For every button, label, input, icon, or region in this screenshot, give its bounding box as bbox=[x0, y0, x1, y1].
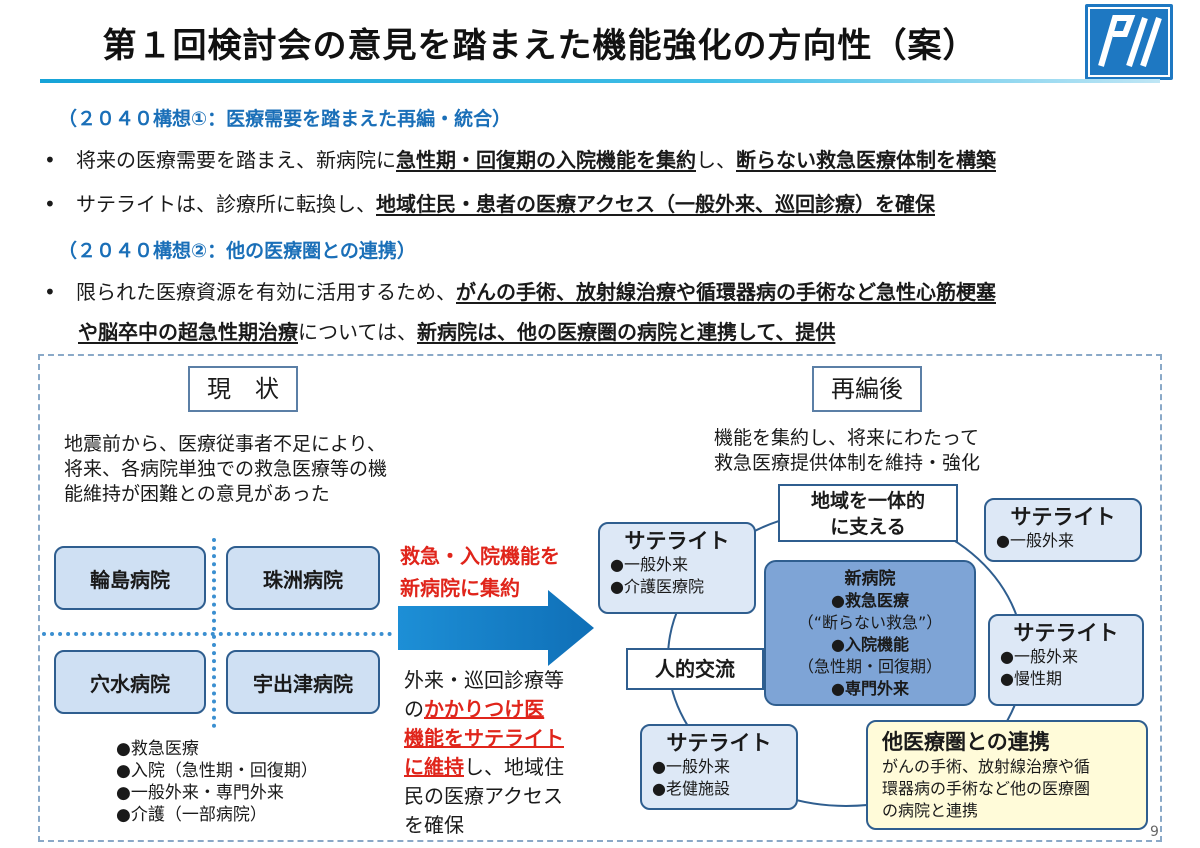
satellite-title: サテライト bbox=[1013, 621, 1119, 645]
text-line: 環器病の手術など他の医療圏 bbox=[882, 779, 1091, 798]
bullet-dot: • bbox=[44, 192, 56, 216]
bullet-dot: • bbox=[44, 280, 56, 304]
bullet-text: については、 bbox=[298, 320, 417, 344]
text-line: 救急医療提供体制を維持・強化 bbox=[714, 452, 981, 474]
bullet-text: 限られた医療資源を有効に活用するため、 bbox=[76, 280, 456, 304]
text-line: に支える bbox=[830, 516, 906, 538]
current-functions-list: ●救急医療 ●入院（急性期・回復期） ●一般外来・専門外来 ●介護（一部病院） bbox=[116, 738, 318, 826]
text-line: 外来・巡回診療等 bbox=[404, 668, 564, 692]
satellite-box-1: サテライト ●一般外来 ●介護医療院 bbox=[598, 522, 756, 614]
bullet-dot: • bbox=[44, 148, 56, 172]
region-support-label: 地域を一体的 に支える bbox=[778, 484, 958, 542]
hospital-wajima: 輪島病院 bbox=[54, 546, 206, 610]
list-item: ●一般外来 bbox=[1000, 647, 1078, 666]
section2-heading: （２０４０構想②：他の医療圏との連携） bbox=[58, 240, 416, 262]
prefecture-logo bbox=[1085, 4, 1173, 80]
satellite-box-4: サテライト ●一般外来 ●老健施設 bbox=[640, 724, 798, 810]
staff-exchange-label: 人的交流 bbox=[626, 648, 764, 690]
text-line: のかかりつけ医 bbox=[404, 695, 564, 724]
satellite-title: サテライト bbox=[666, 731, 772, 755]
after-label: 再編後 bbox=[812, 366, 922, 412]
hospital-suzu: 珠洲病院 bbox=[226, 546, 380, 610]
list-item: ●入院機能 bbox=[831, 635, 909, 654]
divider-horizontal bbox=[42, 632, 392, 636]
text-line: 機能を集約し、将来にわたって bbox=[714, 427, 980, 449]
current-description: 地震前から、医療従事者不足により、 将来、各病院単独での救急医療等の機 能維持が… bbox=[64, 432, 387, 507]
page-number: 9 bbox=[1150, 824, 1159, 840]
list-item: ●慢性期 bbox=[1000, 669, 1062, 688]
list-item: ●一般外来 bbox=[996, 531, 1074, 550]
bullet-emphasis: や脳卒中の超急性期治療 bbox=[78, 320, 298, 344]
text-line: に維持し、地域住 bbox=[404, 753, 564, 782]
list-item: （急性期・回復期） bbox=[797, 657, 942, 676]
bullet-emphasis: 断らない救急医療体制を構築 bbox=[736, 148, 996, 172]
text-span: し、地域住 bbox=[464, 755, 564, 779]
text-line: 救急・入院機能を bbox=[400, 544, 560, 568]
bullet-emphasis: 急性期・回復期の入院機能を集約 bbox=[396, 148, 696, 172]
text-line: を確保 bbox=[404, 813, 464, 837]
list-item: ●救急医療 bbox=[116, 739, 199, 759]
new-hospital-box: 新病院 ●救急医療 （“断らない救急”） ●入院機能 （急性期・回復期） ●専門… bbox=[764, 560, 976, 706]
text-line: 民の医療アクセス bbox=[404, 784, 563, 808]
list-item: ●一般外来 bbox=[610, 555, 688, 574]
other-region-title: 他医療圏との連携 bbox=[882, 730, 1050, 754]
list-item: ●介護（一部病院） bbox=[116, 805, 267, 825]
red-emphasis: 機能をサテライト bbox=[404, 726, 564, 750]
bullet-emphasis: がんの手術、放射線治療や循環器病の手術など急性心筋梗塞 bbox=[456, 280, 996, 304]
text-line: 能維持が困難との意見があった bbox=[64, 483, 330, 505]
bullet-text: サテライトは、診療所に転換し、 bbox=[76, 192, 376, 216]
satellite-box-2: サテライト ●一般外来 bbox=[984, 498, 1142, 562]
arrow-top-text: 救急・入院機能を 新病院に集約 bbox=[400, 540, 560, 604]
bullet-emphasis: 地域住民・患者の医療アクセス（一般外来、巡回診療）を確保 bbox=[376, 192, 935, 216]
current-label: 現 状 bbox=[188, 366, 298, 412]
list-item: ●一般外来 bbox=[652, 757, 730, 776]
text-line: がんの手術、放射線治療や循 bbox=[882, 757, 1091, 776]
list-item: ●専門外来 bbox=[831, 679, 909, 698]
list-item: ●介護医療院 bbox=[610, 577, 704, 596]
satellite-title: サテライト bbox=[1010, 505, 1116, 529]
bullet-text: し、 bbox=[696, 148, 736, 172]
section2-bullet1: • 限られた医療資源を有効に活用するため、がんの手術、放射線治療や循環器病の手術な… bbox=[44, 280, 996, 304]
list-item: ●一般外来・専門外来 bbox=[116, 783, 284, 803]
text-line: の病院と連携 bbox=[882, 801, 979, 820]
page-title: 第１回検討会の意見を踏まえた機能強化の方向性（案） bbox=[102, 26, 978, 66]
text-line: 地震前から、医療従事者不足により、 bbox=[64, 433, 386, 455]
text-span: の bbox=[404, 697, 424, 721]
title-divider bbox=[40, 79, 1160, 83]
right-arrow-icon bbox=[398, 590, 598, 670]
bullet-text: 将来の医療需要を踏まえ、新病院に bbox=[76, 148, 396, 172]
new-hospital-title: 新病院 bbox=[844, 569, 896, 589]
other-region-box: 他医療圏との連携 がんの手術、放射線治療や循 環器病の手術など他の医療圏 の病院… bbox=[866, 720, 1148, 830]
text-line: 新病院に集約 bbox=[400, 576, 520, 600]
satellite-box-3: サテライト ●一般外来 ●慢性期 bbox=[988, 614, 1144, 706]
list-item: ●救急医療 bbox=[831, 591, 909, 610]
arrow-bottom-text: 外来・巡回診療等 のかかりつけ医 機能をサテライト に維持し、地域住 民の医療ア… bbox=[404, 666, 564, 840]
section1-bullet2: • サテライトは、診療所に転換し、地域住民・患者の医療アクセス（一般外来、巡回診療… bbox=[44, 192, 935, 216]
section2-bullet1-cont: や脳卒中の超急性期治療については、新病院は、他の医療圏の病院と連携して、提供 bbox=[78, 316, 835, 345]
text-line: 地域を一体的 bbox=[810, 490, 925, 512]
section1-bullet1: • 将来の医療需要を踏まえ、新病院に急性期・回復期の入院機能を集約し、断らない救急… bbox=[44, 148, 996, 172]
section1-heading: （２０４０構想①：医療需要を踏まえた再編・統合） bbox=[58, 108, 512, 130]
red-emphasis: に維持 bbox=[404, 755, 464, 779]
list-item: （“断らない救急”） bbox=[797, 613, 943, 632]
list-item: ●入院（急性期・回復期） bbox=[116, 761, 318, 781]
list-item: ●老健施設 bbox=[652, 779, 730, 798]
red-emphasis: かかりつけ医 bbox=[424, 697, 545, 721]
text-line: 機能をサテライト bbox=[404, 724, 564, 753]
satellite-title: サテライト bbox=[624, 529, 730, 553]
bullet-emphasis: 新病院は、他の医療圏の病院と連携して、提供 bbox=[417, 320, 836, 344]
diagram-panel bbox=[38, 354, 1162, 842]
text-line: 将来、各病院単独での救急医療等の機 bbox=[64, 458, 388, 480]
hospital-anamizu: 穴水病院 bbox=[54, 650, 206, 714]
hospital-ushitsu: 宇出津病院 bbox=[226, 650, 380, 714]
divider-vertical bbox=[212, 538, 216, 728]
after-description: 機能を集約し、将来にわたって 救急医療提供体制を維持・強化 bbox=[714, 426, 980, 476]
